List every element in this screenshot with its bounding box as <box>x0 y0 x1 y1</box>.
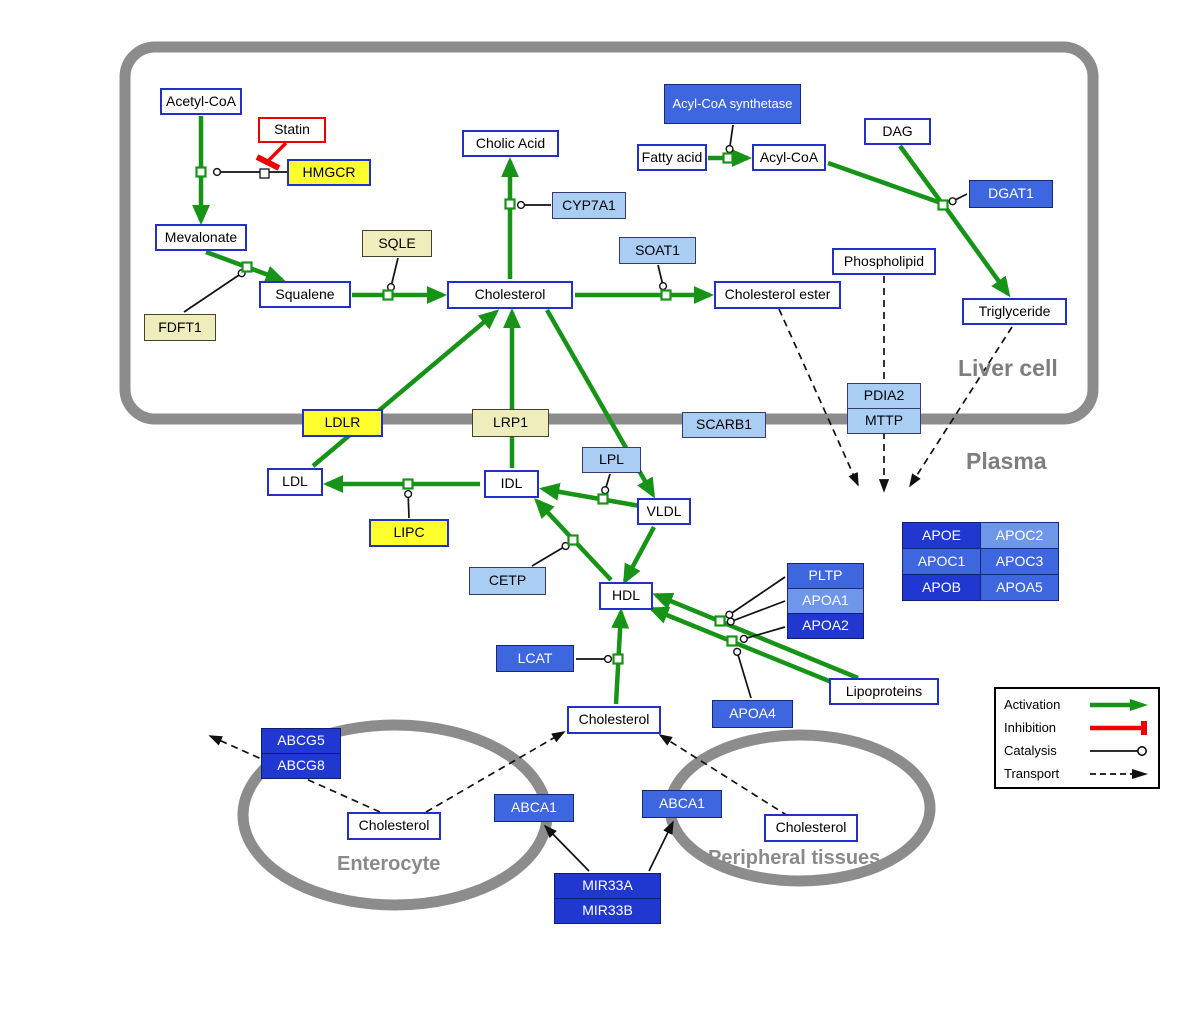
legend-row-transport: Transport <box>1004 762 1150 785</box>
node-acyl-coa[interactable]: Acyl-CoA <box>752 144 826 171</box>
node-dgat1[interactable]: DGAT1 <box>969 180 1053 208</box>
node-apoc2[interactable]: APOC2 <box>980 522 1059 549</box>
node-cholesterol-peripheral[interactable]: Cholesterol <box>764 814 858 842</box>
node-mevalonate[interactable]: Mevalonate <box>155 224 247 251</box>
legend: Activation Inhibition Catalysis Transpor… <box>994 687 1160 789</box>
node-soat1[interactable]: SOAT1 <box>619 237 696 264</box>
node-apoa1[interactable]: APOA1 <box>787 588 864 614</box>
node-fdft1[interactable]: FDFT1 <box>144 314 216 341</box>
node-cholesterol-ester[interactable]: Cholesterol ester <box>714 281 841 309</box>
legend-row-activation: Activation <box>1004 693 1150 716</box>
legend-activation-label: Activation <box>1004 697 1061 712</box>
node-abcg5[interactable]: ABCG5 <box>261 728 341 754</box>
node-sqle[interactable]: SQLE <box>362 230 432 257</box>
plasma-label: Plasma <box>966 448 1047 474</box>
transport-edges <box>208 276 1013 817</box>
node-squalene[interactable]: Squalene <box>259 281 351 308</box>
node-apoc3[interactable]: APOC3 <box>980 548 1059 575</box>
node-acyl-coa-synthetase[interactable]: Acyl-CoA synthetase <box>664 84 801 124</box>
legend-inhibition-label: Inhibition <box>1004 720 1057 735</box>
node-hdl[interactable]: HDL <box>599 582 653 610</box>
node-apoc1[interactable]: APOC1 <box>902 548 981 575</box>
peripheral-tissues-label: Peripheral tissues <box>708 847 881 869</box>
node-lrp1[interactable]: LRP1 <box>472 409 549 437</box>
node-cholic-acid[interactable]: Cholic Acid <box>462 130 559 157</box>
activation-arrow-icon <box>1090 698 1148 711</box>
inhibition-edge-statin <box>255 141 288 179</box>
node-fatty-acid[interactable]: Fatty acid <box>637 144 707 171</box>
legend-row-inhibition: Inhibition <box>1004 716 1150 739</box>
node-cholesterol-liver[interactable]: Cholesterol <box>447 281 573 309</box>
liver-cell-label: Liver cell <box>958 355 1058 381</box>
node-apoa5[interactable]: APOA5 <box>980 574 1059 601</box>
node-pdia2[interactable]: PDIA2 <box>847 383 921 409</box>
node-apoa2[interactable]: APOA2 <box>787 613 864 639</box>
node-abca1-enterocyte[interactable]: ABCA1 <box>494 794 574 822</box>
node-phospholipid[interactable]: Phospholipid <box>832 248 936 275</box>
node-cholesterol-plasma[interactable]: Cholesterol <box>567 706 661 734</box>
node-lcat[interactable]: LCAT <box>496 645 574 672</box>
node-acetyl-coa[interactable]: Acetyl-CoA <box>160 88 242 115</box>
catalysis-edges <box>183 124 968 872</box>
transport-dashed-arrow-icon <box>1090 768 1148 779</box>
node-cyp7a1[interactable]: CYP7A1 <box>552 192 626 219</box>
node-abcg8[interactable]: ABCG8 <box>261 753 341 779</box>
catalysis-circle-icon <box>1090 745 1147 756</box>
legend-transport-label: Transport <box>1004 766 1060 781</box>
node-cetp[interactable]: CETP <box>469 567 546 595</box>
node-lipoproteins[interactable]: Lipoproteins <box>829 678 939 705</box>
node-ldl[interactable]: LDL <box>267 468 323 496</box>
node-mir33b[interactable]: MIR33B <box>554 898 661 924</box>
node-cholesterol-enterocyte[interactable]: Cholesterol <box>347 812 441 840</box>
node-abca1-peripheral[interactable]: ABCA1 <box>642 790 722 818</box>
legend-row-catalysis: Catalysis <box>1004 739 1150 762</box>
node-scarb1[interactable]: SCARB1 <box>682 412 766 438</box>
node-apoa4[interactable]: APOA4 <box>712 700 793 728</box>
node-idl[interactable]: IDL <box>484 470 539 498</box>
legend-catalysis-label: Catalysis <box>1004 743 1057 758</box>
reaction-junctions <box>195 152 949 665</box>
node-apob[interactable]: APOB <box>902 574 981 601</box>
node-statin[interactable]: Statin <box>258 117 326 143</box>
node-apoe[interactable]: APOE <box>902 522 981 549</box>
node-mttp[interactable]: MTTP <box>847 408 921 434</box>
node-mir33a[interactable]: MIR33A <box>554 873 661 899</box>
node-dag[interactable]: DAG <box>864 118 931 145</box>
node-lipc[interactable]: LIPC <box>369 519 449 547</box>
node-triglyceride[interactable]: Triglyceride <box>962 298 1067 325</box>
liver-cell-membrane <box>119 41 1099 425</box>
node-hmgcr[interactable]: HMGCR <box>287 159 371 186</box>
node-vldl[interactable]: VLDL <box>637 498 691 525</box>
node-lpl[interactable]: LPL <box>582 447 641 473</box>
enterocyte-label: Enterocyte <box>337 853 441 875</box>
node-pltp[interactable]: PLTP <box>787 563 864 589</box>
node-ldlr[interactable]: LDLR <box>302 409 383 437</box>
inhibition-tbar-icon <box>1090 720 1147 735</box>
